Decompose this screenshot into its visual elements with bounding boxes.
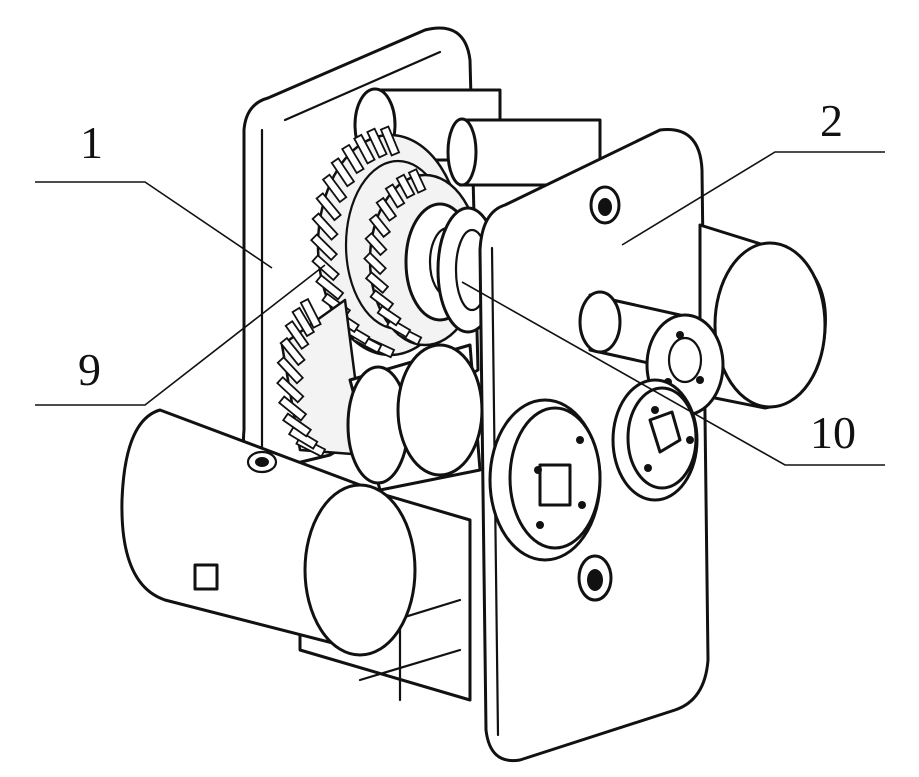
callout-2: 2 — [820, 95, 843, 146]
flange-left — [490, 400, 600, 560]
callout-10: 10 — [810, 407, 856, 458]
callout-9: 9 — [78, 344, 101, 395]
leader-1 — [35, 182, 272, 268]
callout-1: 1 — [80, 117, 103, 168]
flange-right — [613, 380, 697, 500]
